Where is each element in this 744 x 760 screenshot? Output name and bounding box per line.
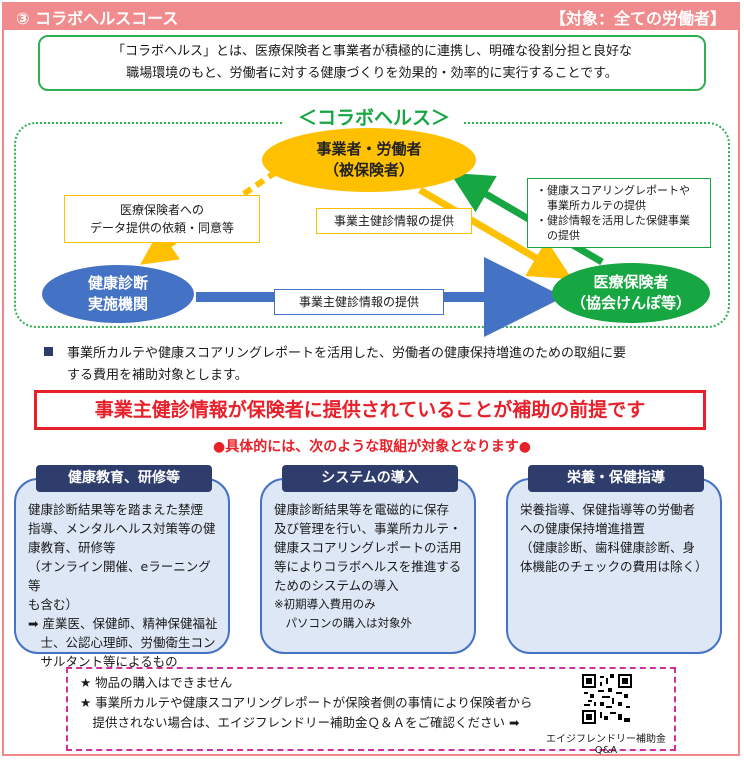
footnote-line: ★ 事業所カルテや健康スコアリングレポートが保険者側の事情により保険者から: [80, 695, 533, 710]
employer-node: 事業者・労働者 （被保険者）: [262, 128, 476, 192]
premise-banner: 事業主健診情報が保険者に提供されていることが補助の前提です: [34, 390, 706, 430]
card-heading-nutrition-guidance: 栄養・保健指導: [528, 465, 704, 492]
insurer-service-line: ・健診情報を活用した保健事業: [536, 214, 690, 227]
card-nutrition-guidance: 栄養指導、保健指導等の労働者 への健康保持増進措置 （健康診断、歯科健康診断、身…: [506, 478, 722, 654]
footnote-line: 提供されない場合は、エイジフレンドリー補助金Ｑ＆Ａをご確認ください ➡: [80, 715, 520, 730]
insurer-node: 医療保険者 （協会けんぽ等）: [552, 263, 710, 323]
info-provide-label-top: 事業主健診情報の提供: [316, 208, 472, 234]
info-provide-label-bottom: 事業主健診情報の提供: [274, 289, 444, 315]
scope-line-1: 事業所カルテや健康スコアリングレポートを活用した、労働者の健康保持増進のための取…: [67, 346, 627, 361]
course-title: ③ コラボヘルスコース: [16, 9, 179, 28]
card-line: 体機能のチェックの費用は除く）: [520, 559, 708, 574]
card-line: ためのシステムの導入: [274, 578, 399, 593]
card-line: も含む）: [28, 597, 79, 612]
employer-label: 事業者・労働者: [316, 140, 422, 158]
insurer-label: 医療保険者: [593, 273, 669, 291]
card-system-introduction: 健康診断結果等を電磁的に保存 及び管理を行い、事業所カルテ・ 健康スコアリングレ…: [260, 478, 476, 654]
card-line: 士、公認心理師、労働衛生コン: [28, 635, 216, 650]
insurer-sublabel: （協会けんぽ等）: [570, 294, 691, 312]
card-line: 指導、メンタルヘルス対策等の健: [28, 521, 216, 536]
card-note: パソコンの購入は対象外: [274, 616, 412, 630]
card-heading-system-introduction: システムの導入: [282, 465, 458, 492]
diagram-title: ＜コラボヘルス＞: [284, 104, 464, 132]
checkup-institution-node: 健康診断 実施機関: [42, 265, 194, 323]
definition-line-2: 職場環境のもと、労働者に対する健康づくりを効果的・効率的に実行することです。: [126, 66, 618, 81]
card-line: （健康診断、歯科健康診断、身: [520, 540, 696, 555]
subsidy-scope-note: 事業所カルテや健康スコアリングレポートを活用した、労働者の健康保持増進のための取…: [44, 343, 704, 387]
specifics-subtitle: ●具体的には、次のような取組が対象となります●: [212, 439, 531, 455]
data-request-line-2: データ提供の依頼・同意等: [89, 221, 234, 235]
card-line: 健康スコアリングレポートの活用: [274, 540, 462, 555]
data-request-label-box: 医療保険者への データ提供の依頼・同意等: [64, 195, 260, 243]
footnote-box: ★ 物品の購入はできません ★ 事業所カルテや健康スコアリングレポートが保険者側…: [66, 667, 676, 751]
card-line: 健康診断結果等を踏まえた禁煙: [28, 502, 204, 517]
insurer-service-line: の提供: [536, 229, 580, 242]
card-line: への健康保持増進措置: [520, 521, 646, 536]
card-line: 栄養指導、保健指導等の労働者: [520, 502, 696, 517]
card-line: （オンライン開催、eラーニング等: [28, 559, 211, 593]
card-line: サルタント等によるもの: [28, 654, 178, 669]
card-note: ※初期導入費用のみ: [274, 597, 376, 611]
data-request-line-1: 医療保険者への: [119, 203, 204, 217]
card-health-education: 健康診断結果等を踏まえた禁煙 指導、メンタルヘルス対策等の健 康教育、研修等 （…: [14, 478, 230, 669]
arrow-employer-to-insurer: [418, 186, 573, 280]
qr-caption: エイジフレンドリー補助金Q&A: [546, 734, 666, 756]
card-line: 健康診断結果等を電磁的に保存: [274, 502, 450, 517]
insurer-service-line: 事業所カルテの提供: [536, 199, 646, 212]
card-line: 及び管理を行い、事業所カルテ・: [274, 521, 462, 536]
card-heading-health-education: 健康教育、研修等: [36, 465, 212, 492]
course-header: ③ コラボヘルスコース 【対象：全ての労働者】: [2, 2, 740, 30]
employer-sublabel: （被保険者）: [323, 161, 414, 179]
card-line: 等によりコラボヘルスを推進する: [274, 559, 462, 574]
checkup-sublabel: 実施機関: [87, 295, 148, 313]
card-line: ➡ 産業医、保健師、精神保健福祉: [28, 616, 218, 631]
insurer-service-line: ・健康スコアリングレポートや: [536, 184, 690, 197]
qr-code-icon[interactable]: [582, 674, 632, 724]
scope-line-2: する費用を補助対象とします。: [67, 368, 248, 383]
card-line: 康教育、研修等: [28, 540, 116, 555]
collabo-definition-box: 「コラボヘルス」とは、医療保険者と事業者が積極的に連携し、明確な役割分担と良好な…: [38, 35, 706, 91]
footnote-line: ★ 物品の購入はできません: [80, 675, 233, 690]
checkup-label: 健康診断: [87, 274, 148, 292]
definition-line-1: 「コラボヘルス」とは、医療保険者と事業者が積極的に連携し、明確な役割分担と良好な: [111, 44, 632, 59]
square-bullet-icon: [44, 347, 53, 356]
insurer-services-box: ・健康スコアリングレポートや 事業所カルテの提供 ・健診情報を活用した保健事業 …: [527, 178, 711, 248]
target-label: 【対象：全ての労働者】: [549, 9, 726, 28]
